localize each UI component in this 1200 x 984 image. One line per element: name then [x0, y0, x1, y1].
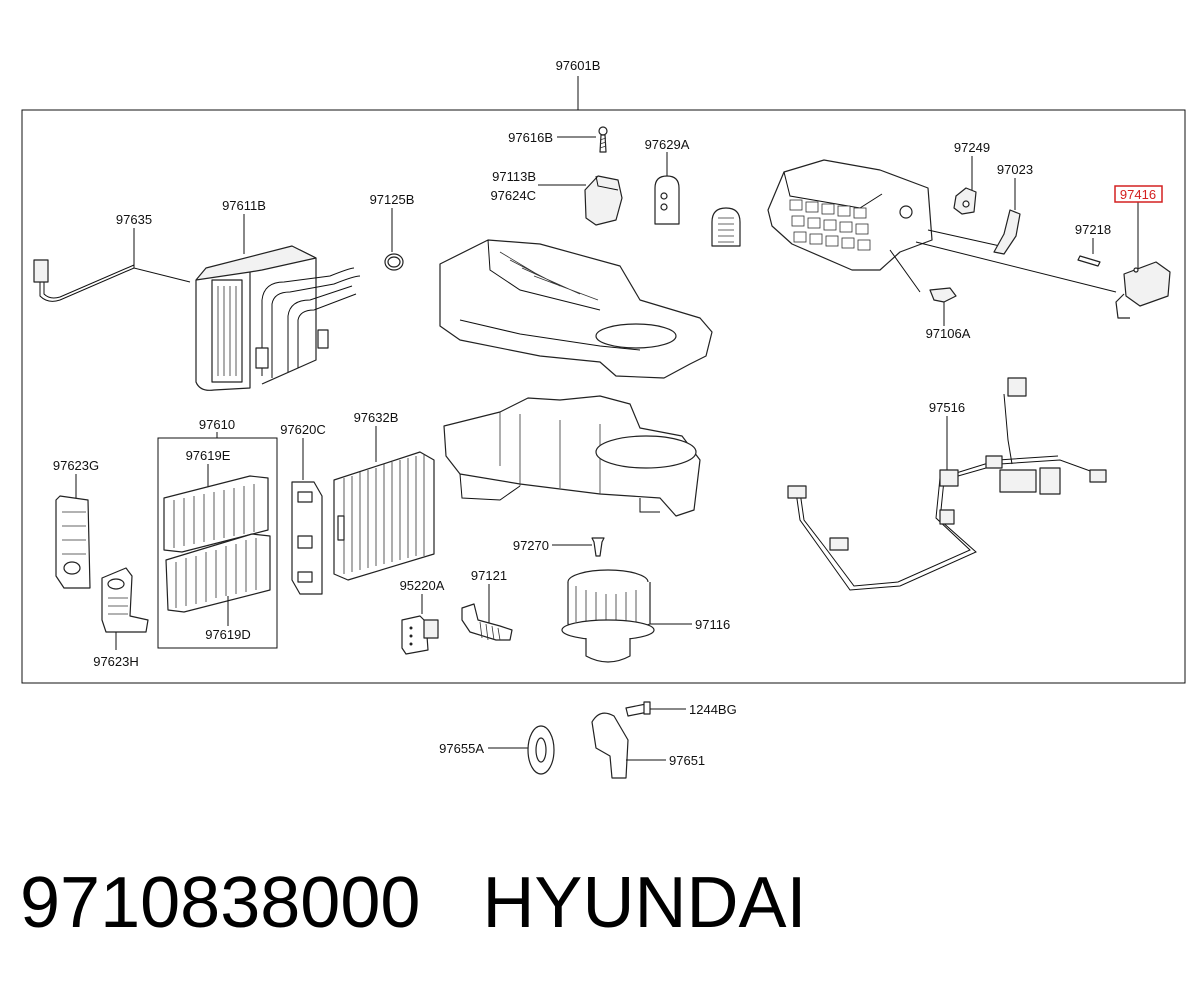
upper-case — [439, 239, 713, 379]
filter-97619D — [165, 533, 271, 626]
actuator-97416 — [1115, 202, 1171, 319]
grommet-vent — [711, 207, 741, 247]
label-97620C[interactable]: 97620C — [280, 422, 326, 437]
label-97619D[interactable]: 97619D — [205, 627, 251, 642]
screw-97270 — [552, 537, 605, 557]
label-97601B[interactable]: 97601B — [556, 58, 601, 73]
blower-motor-97116 — [561, 569, 692, 663]
screw-97616B — [557, 126, 608, 153]
label-97116[interactable]: 97116 — [695, 617, 730, 632]
label-97516[interactable]: 97516 — [929, 400, 965, 415]
oring-97125B — [384, 208, 404, 271]
lower-case — [443, 395, 701, 517]
footer: 9710838000 HYUNDAI — [20, 858, 806, 948]
label-97023[interactable]: 97023 — [997, 162, 1033, 177]
label-97632B[interactable]: 97632B — [354, 410, 399, 425]
label-97635[interactable]: 97635 — [116, 212, 152, 227]
filter-97632B — [333, 426, 435, 581]
label-97623H[interactable]: 97623H — [93, 654, 139, 669]
label-97125B[interactable]: 97125B — [370, 192, 415, 207]
label-97655A[interactable]: 97655A — [439, 741, 484, 756]
part-number: 9710838000 — [20, 863, 421, 943]
connector-95220A — [401, 594, 439, 655]
label-97249[interactable]: 97249 — [954, 140, 990, 155]
seal-97655A — [488, 725, 555, 775]
label-97623G[interactable]: 97623G — [53, 458, 99, 473]
resistor-97624C — [538, 175, 623, 226]
bracket-97623G — [55, 474, 91, 589]
duct-97651 — [591, 712, 666, 779]
label-97616B[interactable]: 97616B — [508, 130, 553, 145]
grommet-97629A — [654, 152, 680, 225]
evaporator-97611B — [195, 214, 361, 391]
filter-97619E — [163, 464, 269, 553]
label-97121[interactable]: 97121 — [471, 568, 507, 583]
label-97113B[interactable]: 97113B — [492, 169, 536, 184]
brand-name: HYUNDAI — [482, 863, 807, 943]
screw-97106A — [929, 287, 957, 326]
clip-97249 — [953, 156, 977, 215]
label-97651[interactable]: 97651 — [669, 753, 705, 768]
label-97610[interactable]: 97610 — [199, 417, 235, 432]
label-97619E[interactable]: 97619E — [186, 448, 231, 463]
hose-97121 — [461, 584, 513, 641]
intake-housing — [767, 159, 1117, 293]
bracket-97623H — [101, 567, 149, 650]
parts-diagram: 97601B 97616B 97113B 97624C 97629A 97635 — [21, 58, 1186, 779]
label-1244BG[interactable]: 1244BG — [689, 702, 737, 717]
screw-97218 — [1077, 238, 1101, 267]
label-97611B[interactable]: 97611B — [222, 198, 266, 213]
label-97629A[interactable]: 97629A — [645, 137, 690, 152]
bolt-1244BG — [625, 701, 686, 717]
frame-97620C — [291, 438, 323, 595]
label-97106A[interactable]: 97106A — [926, 326, 971, 341]
label-97270[interactable]: 97270 — [513, 538, 549, 553]
label-97624C[interactable]: 97624C — [490, 188, 536, 203]
sensor-97635 — [33, 228, 191, 302]
lever-97023 — [993, 178, 1021, 255]
harness-97516 — [787, 377, 1107, 591]
label-95220A[interactable]: 95220A — [400, 578, 445, 593]
assembly-frame — [21, 109, 1186, 684]
label-97416[interactable]: 97416 — [1120, 187, 1156, 202]
label-97218[interactable]: 97218 — [1075, 222, 1111, 237]
highlight-box-97416 — [1114, 185, 1163, 203]
